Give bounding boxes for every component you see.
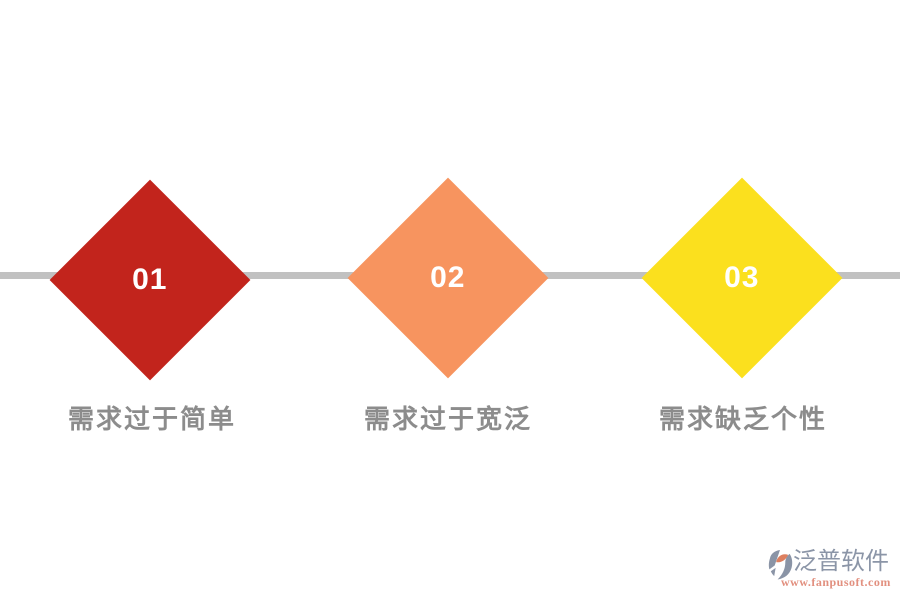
- step-1-number: 01: [132, 263, 168, 296]
- step-3-diamond: 03: [641, 177, 843, 379]
- step-2-number: 02: [430, 261, 466, 294]
- step-1-label: 需求过于简单: [67, 404, 236, 434]
- brand-watermark: 泛普软件 www.fanpusoft.com: [765, 548, 895, 592]
- brand-url: www.fanpusoft.com: [781, 575, 891, 589]
- step-1-diamond: 01: [49, 179, 251, 381]
- step-2-label: 需求过于宽泛: [363, 404, 532, 434]
- step-2-diamond: 02: [347, 177, 549, 379]
- fanpu-logo-icon: [766, 549, 793, 585]
- brand-name: 泛普软件: [793, 549, 889, 575]
- step-3-label: 需求缺乏个性: [658, 404, 827, 434]
- step-3-number: 03: [724, 261, 760, 294]
